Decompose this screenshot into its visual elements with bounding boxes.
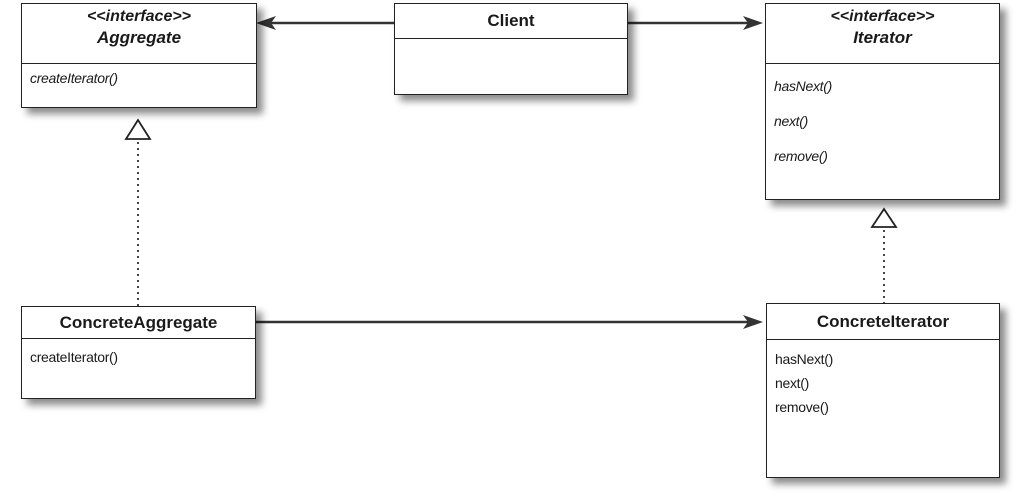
concrete-iterator-method-remove: remove() <box>775 399 829 415</box>
arrowhead-concrete-iterator <box>743 315 763 329</box>
iterator-class-name: Iterator <box>853 28 912 47</box>
aggregate-methods: createIterator() <box>22 64 256 87</box>
concrete-iterator-class-box: ConcreteIterator hasNext() next() remove… <box>766 303 1000 478</box>
iterator-methods: hasNext() next() remove() <box>766 64 999 165</box>
concrete-aggregate-class-box: ConcreteAggregate createIterator() <box>21 306 256 399</box>
aggregate-class-name: Aggregate <box>96 28 182 47</box>
iterator-class-box: <<interface>> Iterator hasNext() next() … <box>765 3 1000 200</box>
concrete-aggregate-methods: createIterator() <box>22 339 255 366</box>
iterator-method-hasnext: hasNext() <box>774 78 832 94</box>
concrete-aggregate-method-createiterator: createIterator() <box>30 349 118 365</box>
concrete-aggregate-class-header: ConcreteAggregate <box>22 307 255 339</box>
aggregate-method-createiterator: createIterator() <box>30 70 118 86</box>
arrowhead-aggregate <box>256 16 276 30</box>
client-class-header: Client <box>395 4 627 39</box>
iterator-method-next: next() <box>774 113 808 129</box>
aggregate-class-header: <<interface>> Aggregate <box>22 4 256 64</box>
aggregate-class-box: <<interface>> Aggregate createIterator() <box>21 3 257 108</box>
concrete-iterator-methods: hasNext() next() remove() <box>767 340 999 416</box>
realization-triangle-iterator <box>870 207 898 228</box>
concrete-aggregate-class-name: ConcreteAggregate <box>59 313 218 332</box>
concrete-iterator-class-name: ConcreteIterator <box>816 312 950 331</box>
concrete-iterator-method-next: next() <box>775 375 809 391</box>
concrete-iterator-method-hasnext: hasNext() <box>775 351 833 367</box>
aggregate-stereotype: <<interface>> <box>86 8 192 25</box>
arrowhead-iterator <box>743 16 763 30</box>
realization-triangle-aggregate <box>124 118 152 140</box>
iterator-class-header: <<interface>> Iterator <box>766 4 999 64</box>
concrete-iterator-class-header: ConcreteIterator <box>767 304 999 340</box>
iterator-stereotype: <<interface>> <box>830 8 935 25</box>
client-class-name: Client <box>487 11 535 30</box>
iterator-method-remove: remove() <box>774 148 828 164</box>
client-class-box: Client <box>394 3 628 95</box>
